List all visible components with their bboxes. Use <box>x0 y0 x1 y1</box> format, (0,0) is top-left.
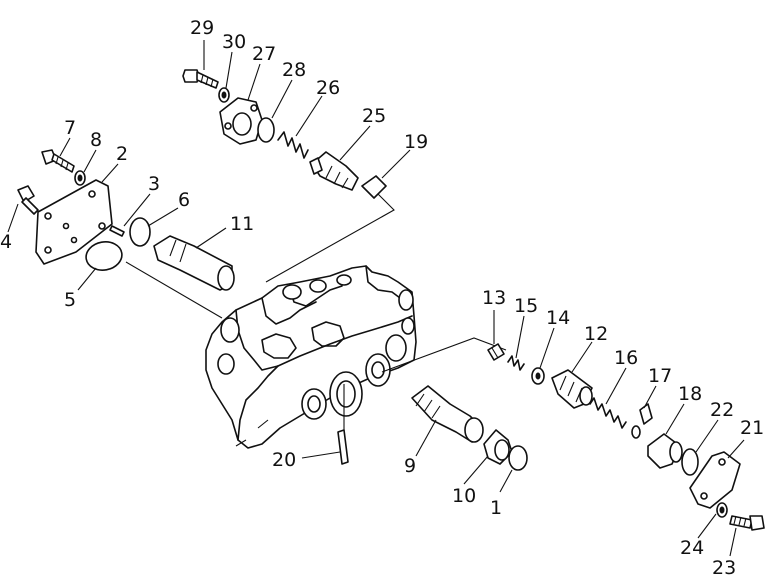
part-27-cover <box>219 97 263 145</box>
callout-18: 18 <box>678 383 702 405</box>
part-3-pin <box>109 225 125 237</box>
callout-14: 14 <box>546 307 570 329</box>
part-16-spring <box>589 397 627 429</box>
part-17-pin <box>631 403 653 439</box>
part-1-o-ring <box>508 445 528 471</box>
part-28-o-ring <box>257 117 275 143</box>
callout-7: 7 <box>64 117 76 139</box>
callout-22: 22 <box>710 399 734 421</box>
callout-16: 16 <box>614 347 638 369</box>
part-10-plug <box>483 429 513 465</box>
part-2-cover-plate <box>35 179 113 265</box>
callout-24: 24 <box>680 537 704 559</box>
callout-3: 3 <box>148 173 160 195</box>
callout-12: 12 <box>584 323 608 345</box>
callout-labels: 29 30 27 28 26 25 19 7 8 2 3 6 11 4 5 13… <box>0 17 764 577</box>
callout-17: 17 <box>648 365 672 387</box>
callout-6: 6 <box>178 189 190 211</box>
part-9-spool <box>411 385 484 443</box>
callout-11: 11 <box>230 213 254 235</box>
callout-21: 21 <box>740 417 764 439</box>
callout-28: 28 <box>282 59 306 81</box>
part-14-ring <box>531 367 545 385</box>
part-20-pin <box>337 429 349 465</box>
callout-25: 25 <box>362 105 386 127</box>
callout-4: 4 <box>0 231 12 253</box>
part-6-o-ring <box>129 217 151 247</box>
part-13-plug <box>487 343 505 361</box>
part-8-washer <box>74 170 86 186</box>
callout-15: 15 <box>514 295 538 317</box>
callout-27: 27 <box>252 43 276 65</box>
callout-30: 30 <box>222 31 246 53</box>
leader-lines <box>7 40 745 557</box>
part-5-o-ring <box>85 241 123 271</box>
part-15-spring <box>507 355 525 371</box>
callout-26: 26 <box>316 77 340 99</box>
callout-29: 29 <box>190 17 214 39</box>
valve-body <box>205 265 417 449</box>
callout-19: 19 <box>404 131 428 153</box>
callout-10: 10 <box>452 485 476 507</box>
part-4-fitting <box>17 185 39 215</box>
callout-1: 1 <box>490 497 502 519</box>
part-7-bolt <box>41 149 75 173</box>
callout-5: 5 <box>64 289 76 311</box>
part-22-o-ring <box>681 448 699 476</box>
part-19-plug <box>361 175 387 199</box>
part-18-plug <box>647 433 683 469</box>
part-30-washer <box>218 87 230 103</box>
callout-20: 20 <box>272 449 296 471</box>
part-26-spring <box>277 131 309 159</box>
callout-13: 13 <box>482 287 506 309</box>
part-23-bolt <box>729 515 765 531</box>
callout-9: 9 <box>404 455 416 477</box>
part-12-spool <box>551 369 593 409</box>
part-25-spool <box>309 151 359 191</box>
callout-23: 23 <box>712 557 736 577</box>
callout-2: 2 <box>116 143 128 165</box>
callout-8: 8 <box>90 129 102 151</box>
part-24-washer <box>716 502 728 518</box>
part-29-bolt <box>182 69 219 89</box>
part-11-sleeve <box>153 235 235 291</box>
part-21-cover <box>689 451 741 509</box>
